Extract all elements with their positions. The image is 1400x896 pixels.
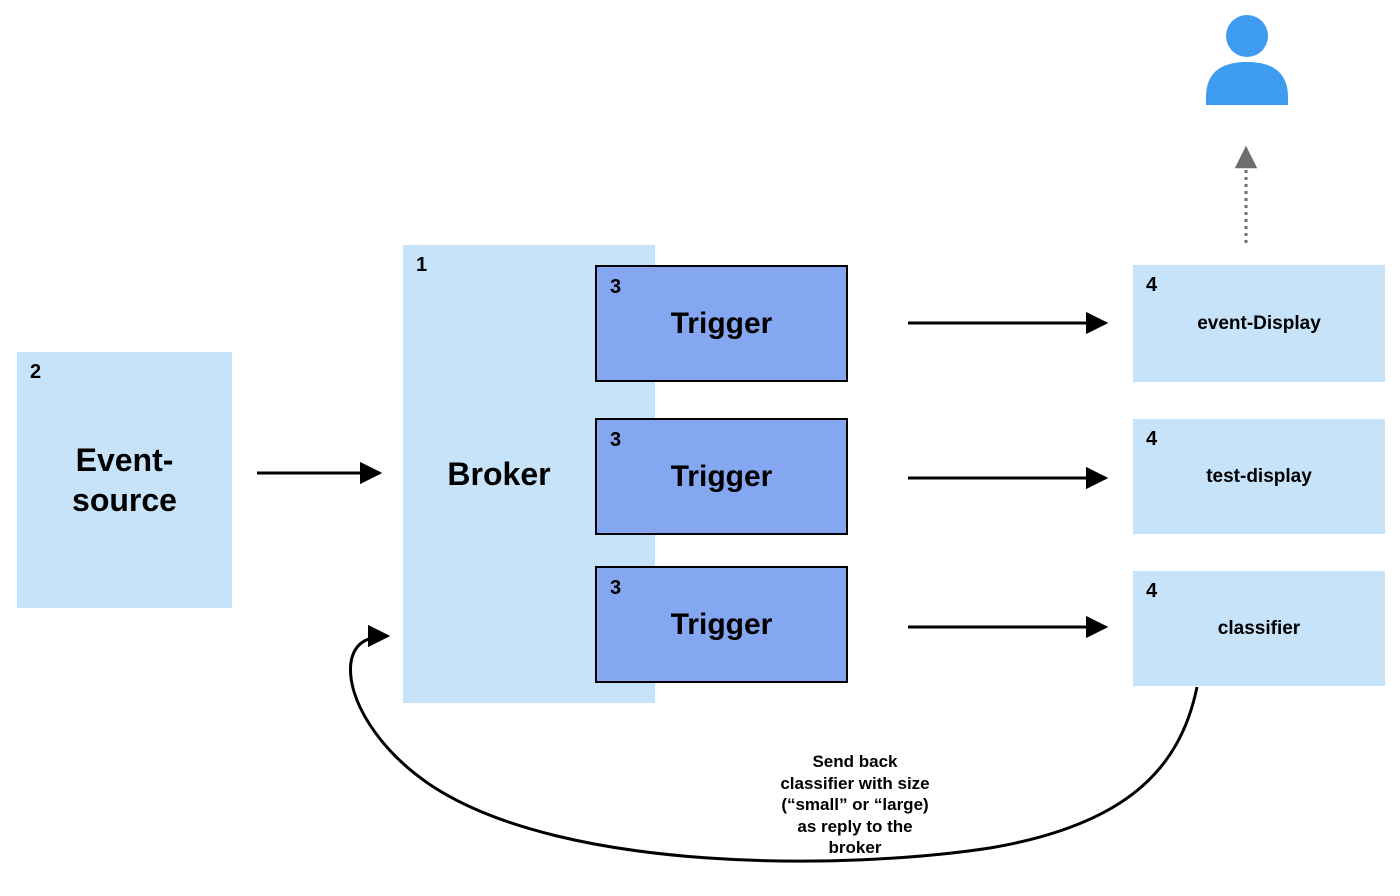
trigger-1-label: Trigger (670, 306, 773, 340)
trigger-node-2: 3 Trigger (595, 418, 848, 535)
test-display-badge: 4 (1146, 428, 1158, 450)
trigger-2-label: Trigger (670, 459, 773, 493)
trigger-3-badge: 3 (610, 577, 622, 599)
user-icon (1206, 15, 1288, 105)
event-source-label: Event-source (72, 442, 177, 518)
classifier-badge: 4 (1146, 580, 1158, 602)
classifier-node: 4 classifier (1133, 571, 1385, 686)
reply-annotation-text: Send back classifier with size (“small” … (780, 752, 930, 858)
classifier-label: classifier (1217, 617, 1301, 639)
trigger-node-1: 3 Trigger (595, 265, 848, 382)
trigger-1-badge: 3 (610, 276, 622, 298)
trigger-2-badge: 3 (610, 429, 622, 451)
event-display-node: 4 event-Display (1133, 265, 1385, 382)
event-source-node: 2 Event-source (17, 352, 232, 608)
event-display-label: event-Display (1197, 312, 1321, 334)
event-source-badge: 2 (30, 361, 42, 383)
trigger-3-label: Trigger (670, 607, 773, 641)
test-display-node: 4 test-display (1133, 419, 1385, 534)
broker-badge: 1 (416, 254, 428, 276)
test-display-label: test-display (1206, 465, 1312, 487)
trigger-node-3: 3 Trigger (595, 566, 848, 683)
event-display-badge: 4 (1146, 274, 1158, 296)
